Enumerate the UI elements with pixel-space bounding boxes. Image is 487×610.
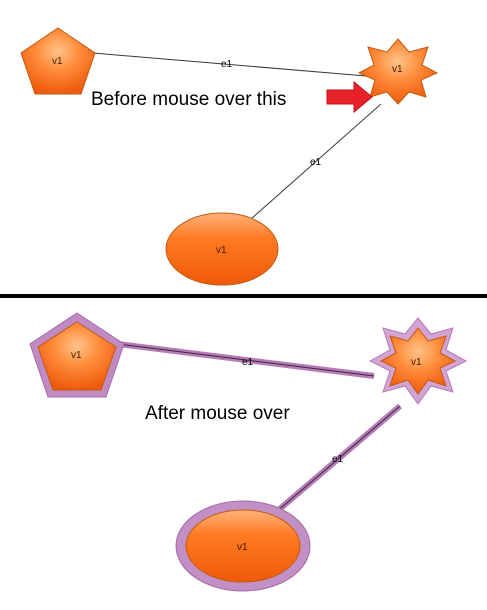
node-label-pentagon-top: v1 xyxy=(52,56,63,67)
node-label-star-top: v1 xyxy=(392,64,403,75)
node-label-ellipse-top: v1 xyxy=(216,245,227,256)
node-pentagon-bottom[interactable]: v1 xyxy=(29,312,125,398)
edge-label-star-ellipse-top: e1 xyxy=(310,157,322,168)
right-arrow-icon xyxy=(326,80,373,114)
node-star-top[interactable]: v1 xyxy=(357,38,439,105)
edge-label-pentagon-star-bottom: e1 xyxy=(242,357,254,368)
node-label-pentagon-bottom: v1 xyxy=(71,350,82,361)
edge-label-star-ellipse-bottom: e1 xyxy=(332,454,344,465)
edge-pentagon-star-top[interactable] xyxy=(92,52,367,77)
node-pentagon-top[interactable]: v1 xyxy=(20,27,96,95)
top-panel: e1 e1 v1 v1 v1 Before mouse over this xyxy=(20,27,439,286)
node-ellipse-bottom[interactable]: v1 xyxy=(175,500,311,592)
node-label-star-bottom: v1 xyxy=(411,357,422,368)
caption-before: Before mouse over this xyxy=(91,89,286,110)
divider-line xyxy=(0,294,487,298)
node-label-ellipse-bottom: v1 xyxy=(237,542,248,553)
edge-pentagon-star-bottom[interactable] xyxy=(117,341,375,379)
caption-after: After mouse over xyxy=(145,403,290,424)
node-star-bottom[interactable]: v1 xyxy=(368,317,468,405)
edge-label-pentagon-star-top: e1 xyxy=(221,59,233,70)
bottom-panel: e1 e1 v1 v1 v1 After mouse over xyxy=(29,312,468,592)
edge-star-ellipse-bottom[interactable] xyxy=(273,403,402,516)
node-ellipse-top[interactable]: v1 xyxy=(165,212,279,286)
edge-star-ellipse-top[interactable] xyxy=(250,103,382,220)
